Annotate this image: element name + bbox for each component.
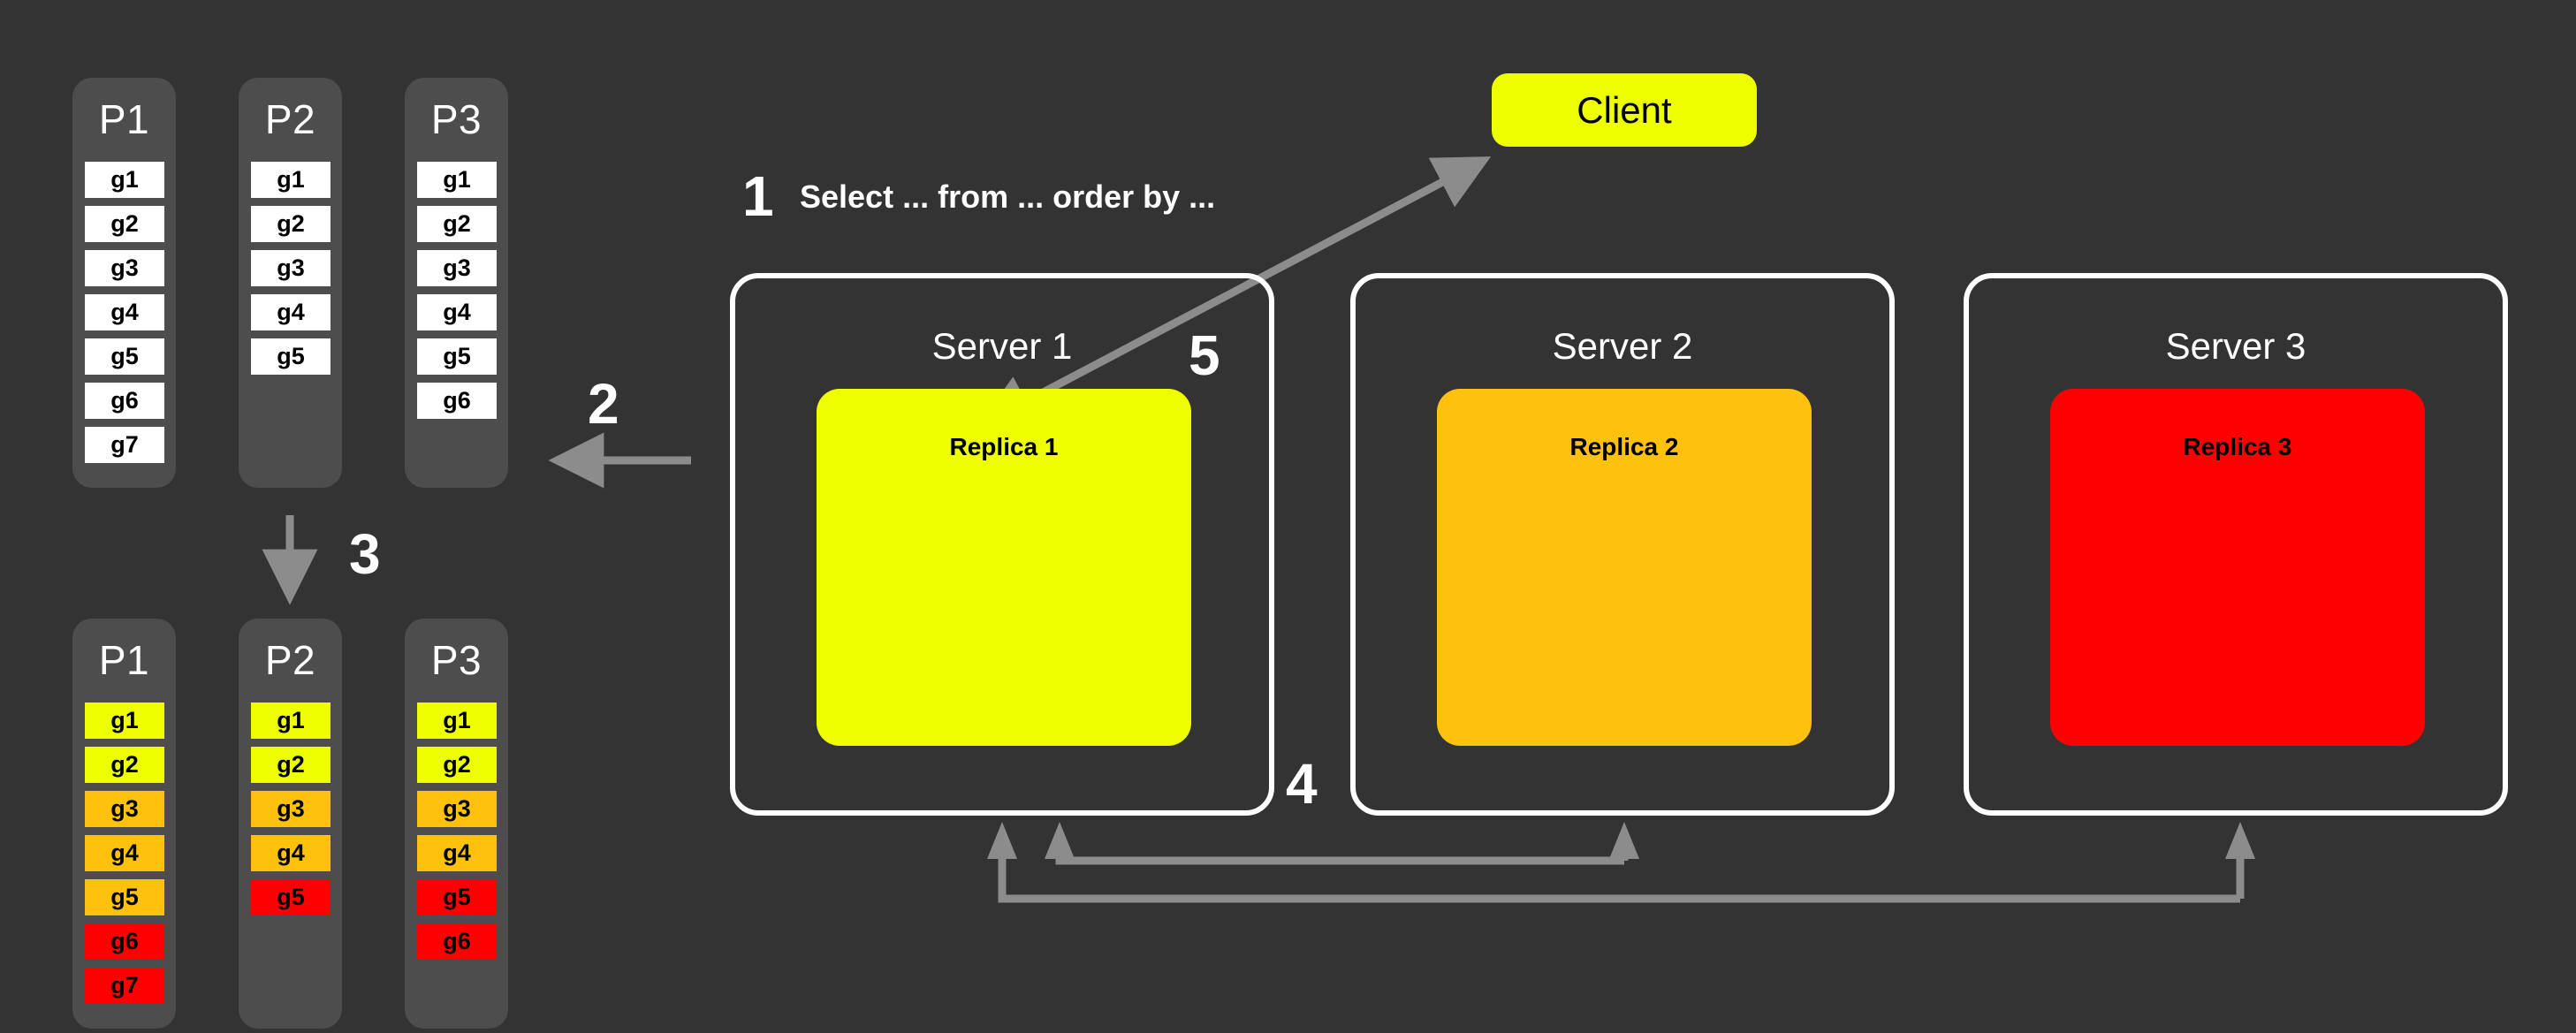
step-label-1: 1 xyxy=(742,164,774,228)
partition-cell: g5 xyxy=(417,338,497,375)
partition-cell: g3 xyxy=(251,791,331,827)
partition-cell: g2 xyxy=(251,747,331,783)
partition-column-p1-before: P1 g1 g2 g3 g4 g5 g6 g7 xyxy=(72,78,176,488)
partition-cell: g5 xyxy=(417,879,497,915)
partition-cell: g1 xyxy=(251,703,331,739)
arrow-step-4-server2 xyxy=(1045,822,1624,865)
partition-column-p3-after: P3 g1 g2 g3 g4 g5 g6 xyxy=(405,619,508,1029)
replica-label: Replica 2 xyxy=(1569,433,1679,460)
partition-cell: g6 xyxy=(85,923,164,960)
partition-cell: g7 xyxy=(85,427,164,463)
partition-cell: g5 xyxy=(251,338,331,375)
partition-cell: g4 xyxy=(417,294,497,330)
step-label-2: 2 xyxy=(588,372,619,436)
partition-cell: g5 xyxy=(85,879,164,915)
partition-cell: g4 xyxy=(85,294,164,330)
replica-box-3[interactable]: Replica 3 xyxy=(2050,389,2425,746)
replica-box-2[interactable]: Replica 2 xyxy=(1437,389,1812,746)
partition-cell: g2 xyxy=(417,206,497,242)
partition-column-p2-after: P2 g1 g2 g3 g4 g5 xyxy=(239,619,342,1029)
partition-title: P3 xyxy=(430,637,483,683)
arrow-step-4-server2-riser xyxy=(1609,822,1639,861)
partition-cell: g1 xyxy=(85,703,164,739)
replica-box-1[interactable]: Replica 1 xyxy=(817,389,1191,746)
partition-cell: g1 xyxy=(417,162,497,198)
partition-cell: g6 xyxy=(417,383,497,419)
partition-cell: g5 xyxy=(85,338,164,375)
partition-cell: g4 xyxy=(251,835,331,871)
partition-title: P2 xyxy=(264,637,316,683)
client-box[interactable]: Client xyxy=(1492,73,1757,147)
partition-cell: g3 xyxy=(85,250,164,286)
partition-cell: g2 xyxy=(85,206,164,242)
partition-column-p3-before: P3 g1 g2 g3 g4 g5 g6 xyxy=(405,78,508,488)
partition-cell: g5 xyxy=(251,879,331,915)
partition-title: P1 xyxy=(98,96,150,142)
partition-cell: g3 xyxy=(85,791,164,827)
partition-cell: g4 xyxy=(251,294,331,330)
partition-cell: g1 xyxy=(251,162,331,198)
server-box-3: Server 3 Replica 3 xyxy=(1964,273,2508,816)
partition-cell: g3 xyxy=(251,250,331,286)
server-title: Server 3 xyxy=(2165,325,2306,367)
partition-title: P1 xyxy=(98,637,150,683)
partition-cell: g3 xyxy=(417,250,497,286)
partition-cell: g6 xyxy=(85,383,164,419)
partition-cell: g1 xyxy=(417,703,497,739)
partition-title: P2 xyxy=(264,96,316,142)
partition-title: P3 xyxy=(430,96,483,142)
step-label-4: 4 xyxy=(1286,752,1318,816)
partition-column-p1-after: P1 g1 g2 g3 g4 g5 g6 g7 xyxy=(72,619,176,1029)
server-title: Server 1 xyxy=(931,325,1073,367)
partition-cell: g1 xyxy=(85,162,164,198)
server-box-2: Server 2 Replica 2 xyxy=(1350,273,1895,816)
arrow-step-4-server3 xyxy=(987,822,2255,903)
step-label-3: 3 xyxy=(349,522,381,586)
replica-label: Replica 1 xyxy=(949,433,1059,460)
partition-column-p2-before: P2 g1 g2 g3 g4 g5 xyxy=(239,78,342,488)
server-box-1: Server 1 Replica 1 xyxy=(730,273,1274,816)
partition-cell: g7 xyxy=(85,968,164,1004)
step-label-5: 5 xyxy=(1189,323,1220,387)
partition-cell: g3 xyxy=(417,791,497,827)
query-label: Select ... from ... order by ... xyxy=(800,178,1216,215)
partition-cell: g6 xyxy=(417,923,497,960)
partition-cell: g2 xyxy=(85,747,164,783)
partition-cell: g4 xyxy=(417,835,497,871)
replica-label: Replica 3 xyxy=(2183,433,2292,460)
server-title: Server 2 xyxy=(1552,325,1693,367)
partition-cell: g2 xyxy=(417,747,497,783)
partition-cell: g4 xyxy=(85,835,164,871)
partition-cell: g2 xyxy=(251,206,331,242)
